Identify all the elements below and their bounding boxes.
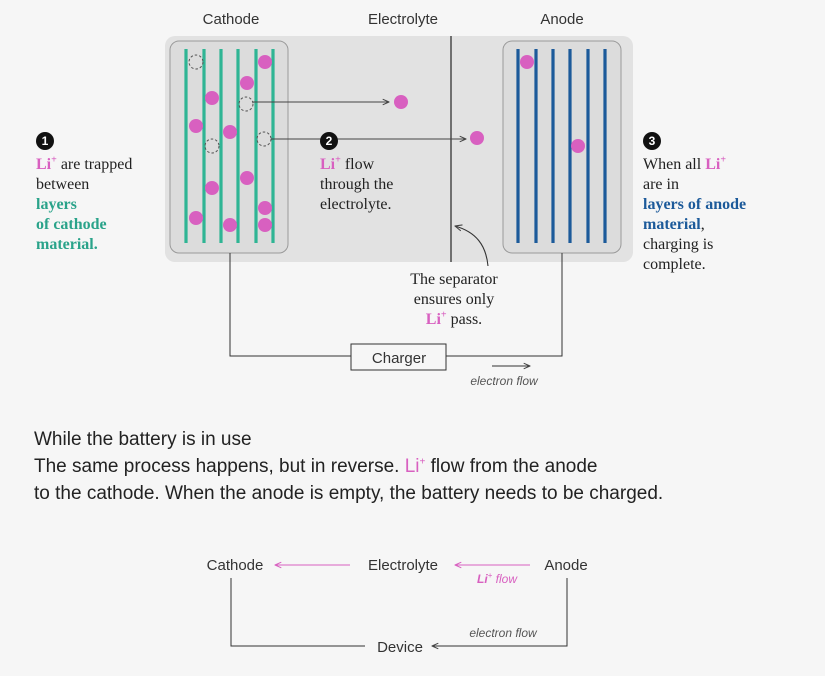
in-use-text: to the cathode. When the anode is empty,… (34, 483, 664, 504)
anode-label: Anode (540, 11, 583, 28)
step2-text: flow (340, 156, 375, 173)
device-wire-right (432, 578, 568, 646)
anode-plates (516, 49, 607, 243)
step3-note: 3 When all Li+ are in layers of anode ma… (643, 131, 746, 275)
step1-text: are trapped (56, 156, 133, 173)
separator-note: The separator ensures only Li+ pass. (384, 270, 524, 330)
separator-pointer-arrow (455, 226, 489, 267)
empty-ion-slots (188, 54, 272, 154)
li-term: Li (425, 311, 441, 328)
separator-text: ensures only (413, 291, 495, 308)
device-wire-left (230, 578, 365, 647)
separator-text: pass. (446, 311, 483, 328)
charger-label: Charger (372, 350, 426, 367)
bottom-anode-label: Anode (544, 557, 587, 574)
electrolyte-label: Electrolyte (368, 11, 438, 28)
li-superscript: + (51, 154, 57, 166)
bottom-electrolyte-label: Electrolyte (368, 557, 438, 574)
step3-text: are in (643, 176, 679, 193)
step3-highlight: layers of anode (643, 196, 747, 213)
step3-number: 3 (643, 132, 661, 150)
cathode-plates (184, 49, 275, 243)
step2-text: through the (320, 176, 394, 193)
li-superscript: + (335, 154, 341, 166)
anode-electrode (502, 40, 622, 254)
step1-highlight: material. (36, 236, 98, 253)
separator-text: The separator (410, 271, 498, 288)
in-use-text: The same process happens, but in reverse… (34, 456, 405, 477)
charger-wire-right (446, 253, 563, 357)
li-superscript: + (419, 456, 426, 468)
device-label: Device (377, 639, 423, 656)
step1-highlight: layers (36, 196, 77, 213)
step2-text: electrolyte. (320, 196, 392, 213)
anode-ions (520, 55, 585, 153)
cathode-electrode (169, 40, 289, 254)
step1-highlight: of cathode (36, 216, 107, 233)
step1-note: 1 Li+ are trapped between layers of cath… (36, 131, 132, 255)
bottom-electron-flow-label: electron flow (469, 626, 538, 640)
step3-highlight: material (643, 216, 701, 233)
in-use-heading: While the battery is in use (34, 429, 252, 450)
li-superscript: + (720, 154, 727, 166)
electron-flow-label: electron flow (470, 374, 539, 388)
step2-number: 2 (320, 132, 338, 150)
charger-wire-left (229, 253, 351, 357)
step1-text: between (36, 176, 90, 193)
cathode-label: Cathode (203, 11, 260, 28)
bottom-cathode-label: Cathode (207, 557, 264, 574)
li-term: Li (320, 156, 336, 173)
step2-note: 2 Li+ flow through the electrolyte. (320, 131, 393, 215)
li-superscript: + (440, 309, 447, 321)
bottom-li-flow-label: Li+ flow (477, 571, 518, 586)
in-use-explanation: While the battery is in use The same pro… (34, 426, 663, 507)
step3-text: complete. (643, 256, 706, 273)
in-use-text: flow from the anode (425, 456, 598, 477)
li-term: Li (404, 456, 420, 477)
li-term: Li (705, 156, 721, 173)
li-term: Li (36, 156, 52, 173)
step3-text: When all (643, 156, 706, 173)
electrolyte-ions (394, 95, 484, 145)
step3-text: , (700, 216, 705, 233)
step3-text: charging is (643, 236, 714, 253)
charger-box (350, 343, 447, 371)
step1-number: 1 (36, 132, 54, 150)
cathode-ions (189, 55, 272, 232)
